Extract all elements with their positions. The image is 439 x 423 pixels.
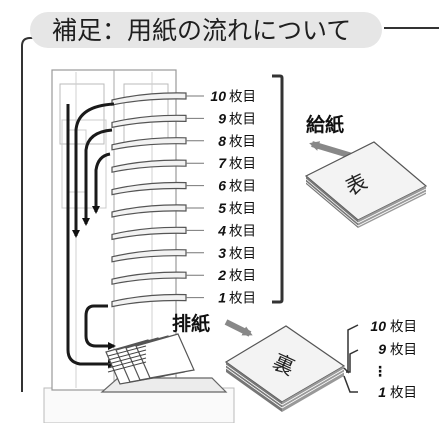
stack-order-second-num: 9 [378, 341, 386, 357]
tray-label-number-2: 2 [217, 267, 226, 283]
tray-label-number-10: 10 [210, 88, 226, 104]
tray-label-unit-6: 枚目 [229, 179, 256, 195]
eject-label: 排紙 [172, 312, 210, 335]
svg-text:9: 9 [378, 341, 386, 357]
stack-order-top-num: 10 [370, 318, 386, 334]
stack-order-bottom-num: 1 [378, 384, 386, 400]
stack-order-second-unit: 枚目 [390, 342, 417, 358]
stack-order-leaders [343, 324, 359, 393]
svg-text:1: 1 [378, 384, 386, 400]
tray-7 [111, 159, 187, 173]
tray-6 [111, 181, 187, 196]
tray-label-unit-1: 枚目 [229, 291, 256, 307]
tray-4 [111, 226, 187, 241]
tray-bracket [272, 74, 284, 304]
tray-2 [111, 271, 187, 285]
tray-1 [111, 293, 187, 308]
stack-order-dots: ⋮ [373, 363, 387, 379]
output-tray [100, 333, 228, 393]
page-title: 補足：用紙の流れについて [52, 16, 351, 45]
svg-text:10: 10 [370, 318, 386, 334]
tray-label-number-6: 6 [218, 178, 226, 194]
tray-label-unit-10: 枚目 [229, 89, 256, 105]
tray-label-number-3: 3 [218, 245, 226, 261]
tray-label-unit-4: 枚目 [229, 223, 256, 239]
title-frame: 補足：用紙の流れについて [21, 12, 439, 392]
tray-label-number-8: 8 [218, 133, 226, 149]
tray-label-unit-2: 枚目 [229, 268, 256, 284]
tray-5 [111, 204, 187, 218]
tray-label-unit-5: 枚目 [229, 201, 256, 217]
paper-path-arrow-eject [84, 304, 116, 350]
paper-path-arrows [66, 102, 116, 368]
tray-9 [111, 114, 187, 129]
tray-label-number-7: 7 [218, 155, 227, 171]
tray-label-number-9: 9 [218, 110, 226, 126]
eject-paper-stack: 裏 [224, 325, 346, 412]
tray-label-number-5: 5 [218, 200, 226, 216]
tray-10 [111, 92, 187, 106]
stack-order-bottom-unit: 枚目 [390, 385, 417, 401]
tray-label-unit-7: 枚目 [229, 156, 256, 172]
stack-order-labels: 10 枚目 9 枚目 ⋮ 1 枚目 [370, 318, 417, 401]
paper-path-arrow-8 [92, 152, 111, 214]
tray-8 [111, 137, 187, 151]
tray-label-unit-9: 枚目 [229, 111, 256, 127]
tray-label-unit-8: 枚目 [229, 134, 256, 150]
paper-path-arrow-outer [66, 104, 116, 368]
paper-path-arrow-9 [82, 128, 113, 226]
feed-label: 給紙 [306, 113, 344, 136]
tray-label-unit-3: 枚目 [229, 246, 256, 262]
eject-arrow [224, 319, 253, 337]
paper-path-arrow-10 [72, 102, 115, 238]
tray-3 [111, 249, 187, 263]
tray-label-number-1: 1 [218, 290, 226, 306]
tray-label-number-4: 4 [217, 222, 226, 238]
stack-order-top-unit: 枚目 [390, 319, 417, 335]
feed-paper-stack: 表 [304, 141, 428, 228]
feed-arrow [309, 141, 353, 159]
